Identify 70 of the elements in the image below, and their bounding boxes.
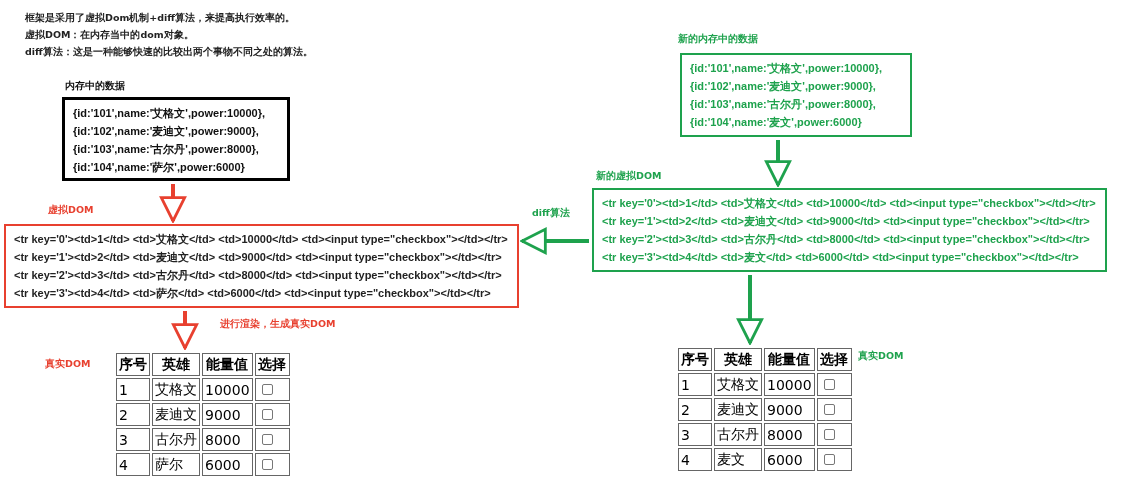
data-table: [114, 351, 292, 478]
code-line: <tr key='1'><td>2</td> <td>麦迪文</td> <td>9000</td> <td><input type="checkbox"></td></tr>: [14, 250, 502, 264]
code-line: {id:'102',name:'麦迪文',power:9000},: [690, 79, 876, 93]
edge-label: diff算法: [530, 207, 572, 220]
table-value: 2: [116, 403, 150, 426]
code-line: {id:'104',name:'麦文',power:6000}: [690, 115, 862, 129]
intro-text: 虚拟DOM：在内存当中的dom对象。: [25, 29, 194, 42]
code-line: <tr key='0'><td>1</td> <td>艾格文</td> <td>10000</td> <td><input type="checkbox"></td></tr>: [14, 232, 508, 246]
code-line: <tr key='3'><td>4</td> <td>麦文</td> <td>6000</td> <td><input type="checkbox"></td></tr>: [602, 250, 1079, 264]
column-header: 选择: [816, 348, 852, 371]
column-header: 序号: [116, 353, 150, 376]
code-line: <tr key='2'><td>3</td> <td>古尔丹</td> <td>8000</td> <td><input type="checkbox"></td></tr>: [602, 232, 1090, 246]
code-box: [4, 224, 519, 308]
arrow: [171, 311, 199, 350]
code-line: <tr key='1'><td>2</td> <td>麦迪文</td> <td>9000</td> <td><input type="checkbox"></td></tr>: [602, 214, 1090, 228]
code-line: {id:'101',name:'艾格文',power:10000},: [690, 61, 883, 75]
column-header: 能量值: [764, 348, 815, 371]
heading: 新的虚拟DOM: [596, 170, 662, 183]
heading: 新的内存中的数据: [678, 33, 758, 46]
table-value: 9000: [202, 403, 253, 426]
table-value: 8000: [202, 428, 253, 451]
code-line: {id:'102',name:'麦迪文',power:9000},: [73, 124, 259, 138]
data-table: [676, 346, 854, 473]
arrow: [736, 275, 764, 345]
code-line: {id:'104',name:'萨尔',power:6000}: [73, 160, 245, 174]
column-header: 选择: [254, 353, 290, 376]
table-value: 古尔丹: [152, 428, 200, 451]
table-value: 4: [678, 448, 712, 471]
table-value: 古尔丹: [714, 423, 762, 446]
code-box: [592, 188, 1107, 272]
arrow: [764, 140, 792, 187]
table-value: 10000: [764, 373, 815, 396]
arrow: [520, 227, 589, 255]
table-value: 4: [116, 453, 150, 476]
column-header: 能量值: [202, 353, 253, 376]
heading: 虚拟DOM: [48, 204, 94, 217]
table-value: 2: [678, 398, 712, 421]
table-value: 艾格文: [714, 373, 762, 396]
table-value: 3: [678, 423, 712, 446]
table-value: 10000: [202, 378, 253, 401]
code-line: <tr key='2'><td>3</td> <td>古尔丹</td> <td>8000</td> <td><input type="checkbox"></td></tr>: [14, 268, 502, 282]
table-value: 麦文: [714, 448, 762, 471]
code-line: <tr key='3'><td>4</td> <td>萨尔</td> <td>6000</td> <td><input type="checkbox"></td></tr>: [14, 286, 491, 300]
code-box: [62, 97, 290, 181]
code-line: {id:'103',name:'古尔丹',power:8000},: [73, 142, 259, 156]
intro-text: diff算法：这是一种能够快速的比较出两个事物不同之处的算法。: [25, 46, 313, 59]
table-value: 艾格文: [152, 378, 200, 401]
code-line: {id:'101',name:'艾格文',power:10000},: [73, 106, 266, 120]
code-box: [680, 53, 912, 137]
column-header: 英雄: [714, 348, 762, 371]
table-value: 麦迪文: [714, 398, 762, 421]
table-value: 1: [116, 378, 150, 401]
table-value: 6000: [202, 453, 253, 476]
table-value: 麦迪文: [152, 403, 200, 426]
table-value: 8000: [764, 423, 815, 446]
heading: 内存中的数据: [65, 80, 125, 93]
edge-label: 进行渲染，生成真实DOM: [218, 318, 338, 331]
column-header: 英雄: [152, 353, 200, 376]
table-value: 3: [116, 428, 150, 451]
code-line: <tr key='0'><td>1</td> <td>艾格文</td> <td>10000</td> <td><input type="checkbox"></td></tr>: [602, 196, 1096, 210]
arrow: [159, 184, 187, 223]
intro-text: 框架是采用了虚拟Dom机制+diff算法，来提高执行效率的。: [25, 12, 296, 25]
table-value: 1: [678, 373, 712, 396]
heading: 真实DOM: [45, 358, 91, 371]
column-header: 序号: [678, 348, 712, 371]
heading: 真实DOM: [858, 350, 904, 363]
table-value: 萨尔: [152, 453, 200, 476]
code-line: {id:'103',name:'古尔丹',power:8000},: [690, 97, 876, 111]
table-value: 6000: [764, 448, 815, 471]
table-value: 9000: [764, 398, 815, 421]
